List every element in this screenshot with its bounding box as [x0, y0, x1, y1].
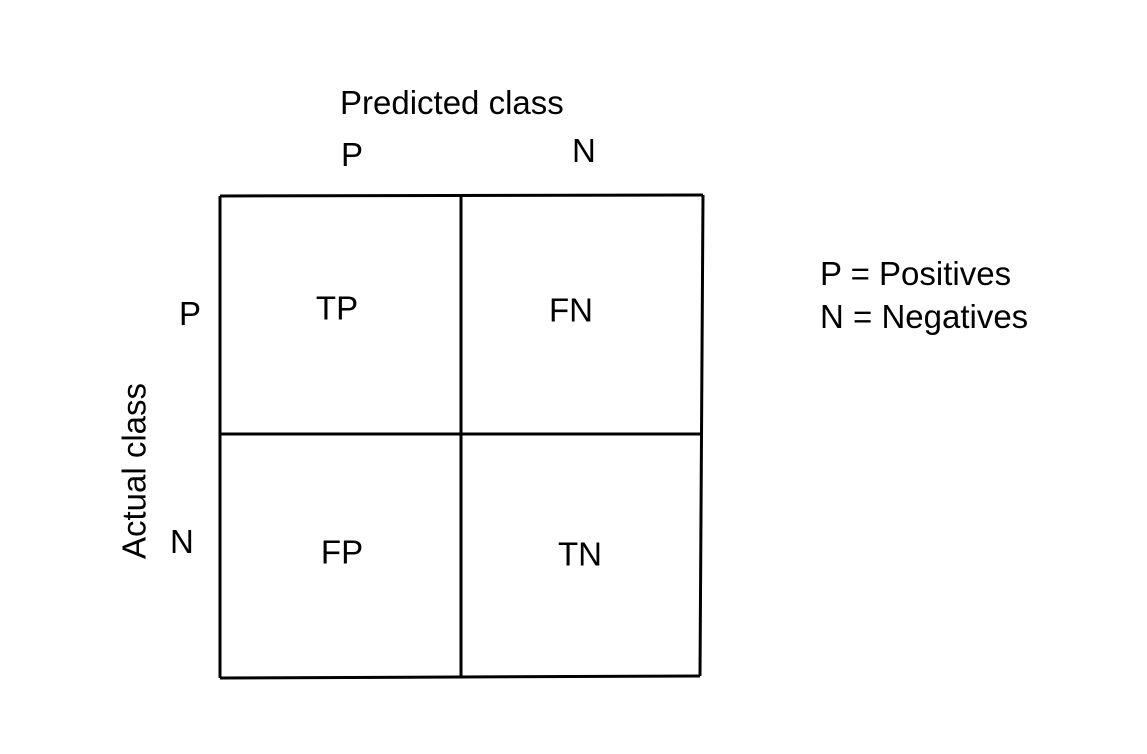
cell-false-negative: FN [549, 292, 593, 329]
actual-label-positive: P [179, 295, 202, 332]
predicted-class-title: Predicted class [340, 84, 564, 121]
cell-true-negative: TN [558, 536, 602, 573]
cell-true-positive: TP [316, 290, 358, 327]
cell-false-positive: FP [321, 534, 363, 571]
legend: P = Positives N = Negatives [820, 252, 1028, 338]
actual-label-negative: N [170, 523, 194, 560]
predicted-label-negative: N [572, 132, 596, 169]
matrix-grid [218, 193, 705, 680]
legend-item-positives: P = Positives [820, 255, 1012, 292]
grid-line-right [698, 194, 705, 677]
grid-line-top [219, 193, 704, 198]
legend-item-negatives: N = Negatives [820, 298, 1029, 335]
predicted-label-positive: P [341, 136, 364, 173]
